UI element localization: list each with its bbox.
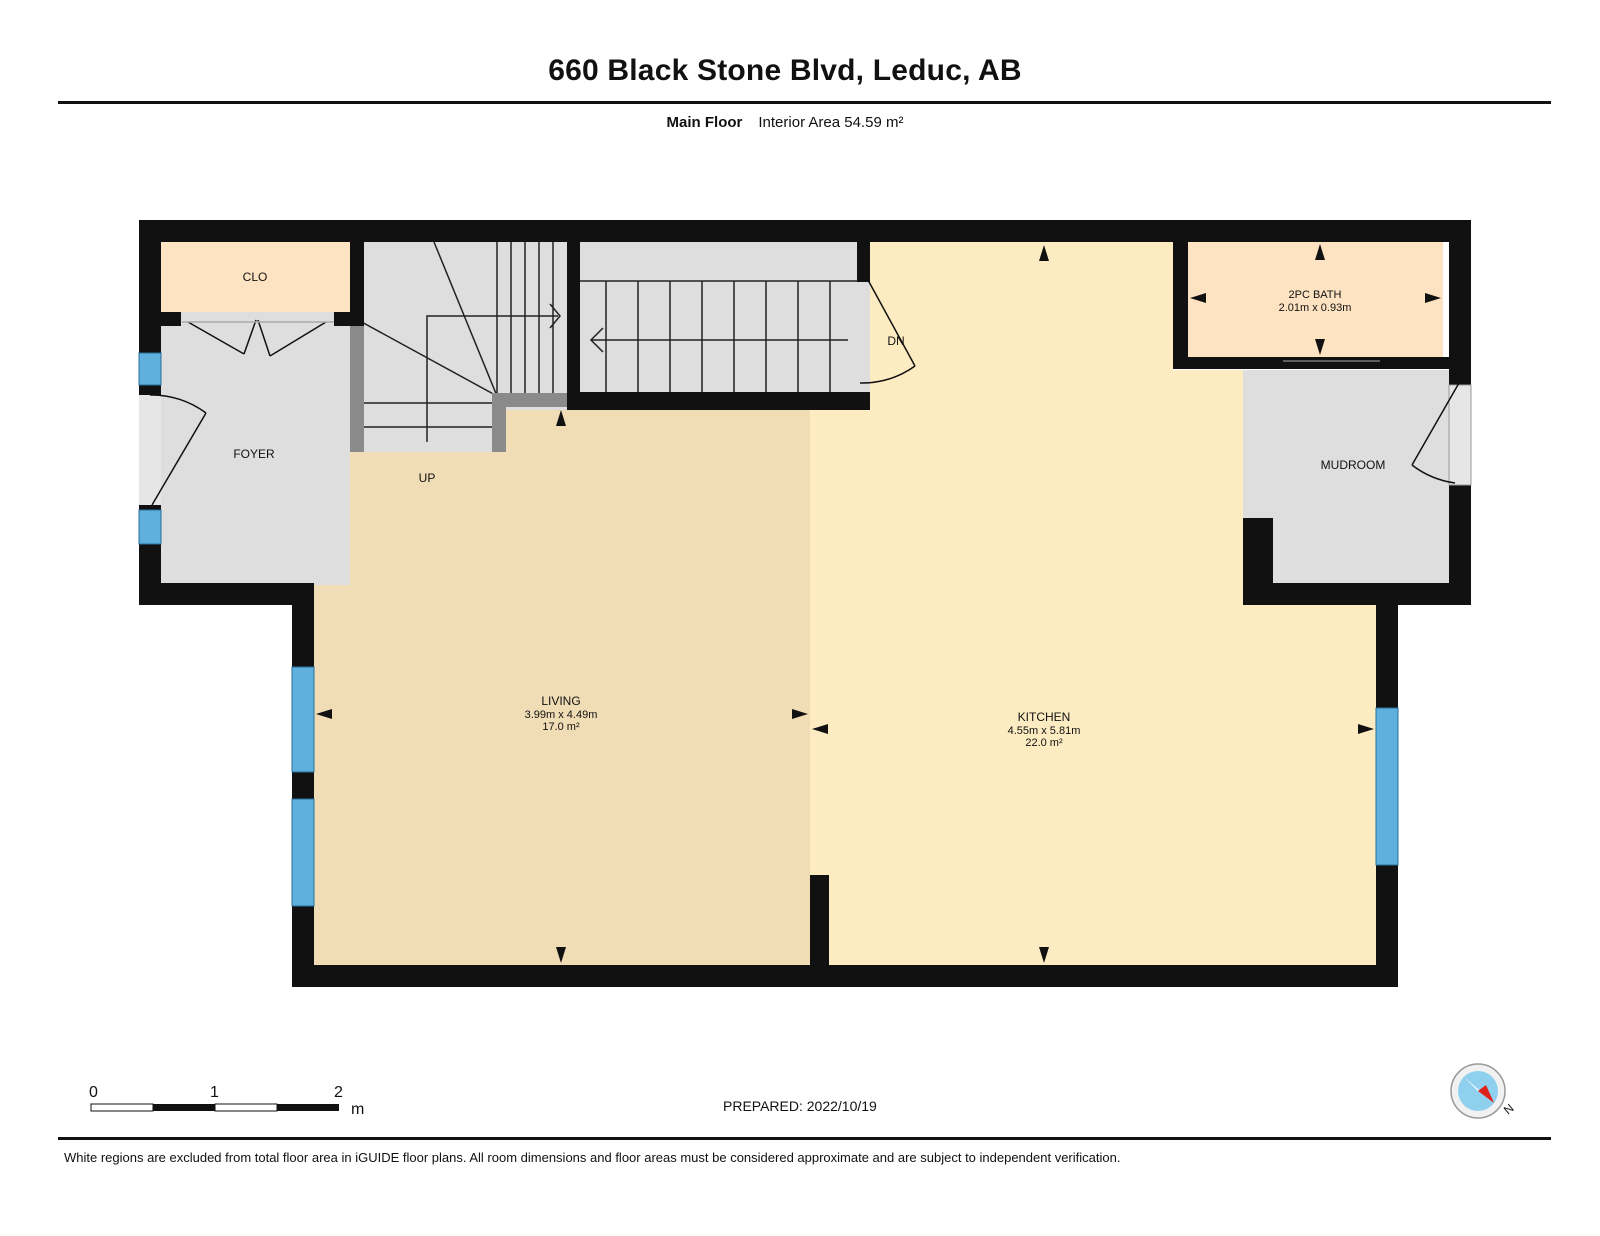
label-dn: DN	[887, 334, 904, 348]
closet-room	[160, 242, 350, 312]
label-living: LIVING	[541, 694, 580, 708]
scale-bar	[90, 1103, 339, 1112]
window-living-top	[291, 666, 315, 773]
label-kitchen: KITCHEN	[1018, 710, 1071, 724]
kitchen-dims: 4.55m x 5.81m	[1008, 725, 1081, 737]
scale-tick-1: 1	[210, 1084, 219, 1101]
window-foyer-top	[138, 352, 162, 386]
label-foyer: FOYER	[233, 447, 275, 461]
kitchen-room	[810, 242, 1376, 966]
scale-tick-0: 0	[89, 1084, 98, 1101]
kitchen-area: 22.0 m²	[1025, 737, 1063, 749]
label-clo: CLO	[243, 270, 268, 284]
floor-subtitle: Main Floor Interior Area 54.59 m²	[0, 114, 1570, 131]
compass-north-label: N	[1501, 1101, 1517, 1117]
interior-area: Interior Area 54.59 m²	[758, 114, 904, 131]
bath-room	[1188, 242, 1443, 357]
windows	[138, 352, 1399, 907]
window-living-bottom	[291, 798, 315, 907]
footer-divider	[58, 1137, 1551, 1140]
stair-rail-left	[350, 326, 364, 452]
bath-dims: 2.01m x 0.93m	[1279, 302, 1352, 314]
window-kitchen	[1375, 707, 1399, 866]
living-room	[314, 410, 810, 966]
window-foyer-bottom	[138, 509, 162, 545]
footnote: White regions are excluded from total fl…	[64, 1150, 1121, 1165]
stairs-up	[357, 241, 561, 442]
living-area: 17.0 m²	[542, 721, 580, 733]
living-dims: 3.99m x 4.49m	[525, 709, 598, 721]
dimension-arrows	[316, 244, 1441, 963]
door-foyer-gap	[139, 395, 161, 505]
stair-rail-bottom	[492, 393, 567, 407]
label-up: UP	[419, 471, 436, 485]
label-bath: 2PC BATH	[1289, 289, 1342, 301]
doors	[149, 279, 1460, 506]
stair-rail-post	[492, 393, 506, 452]
page-title: 660 Black Stone Blvd, Leduc, AB	[548, 54, 1022, 87]
stairs-down	[580, 280, 862, 392]
stair-down-area	[580, 242, 870, 392]
window-mudroom-gap	[1448, 384, 1472, 486]
scale-unit: m	[351, 1101, 364, 1118]
scale-tick-2: 2	[334, 1084, 343, 1101]
prepared-date: PREPARED: 2022/10/19	[723, 1098, 877, 1114]
title-divider	[58, 101, 1551, 104]
mudroom-room	[1243, 370, 1451, 583]
compass-icon: N	[1450, 1063, 1517, 1119]
label-mudroom: MUDROOM	[1321, 458, 1386, 472]
floor-name: Main Floor	[666, 114, 743, 131]
foyer-room	[160, 312, 350, 585]
